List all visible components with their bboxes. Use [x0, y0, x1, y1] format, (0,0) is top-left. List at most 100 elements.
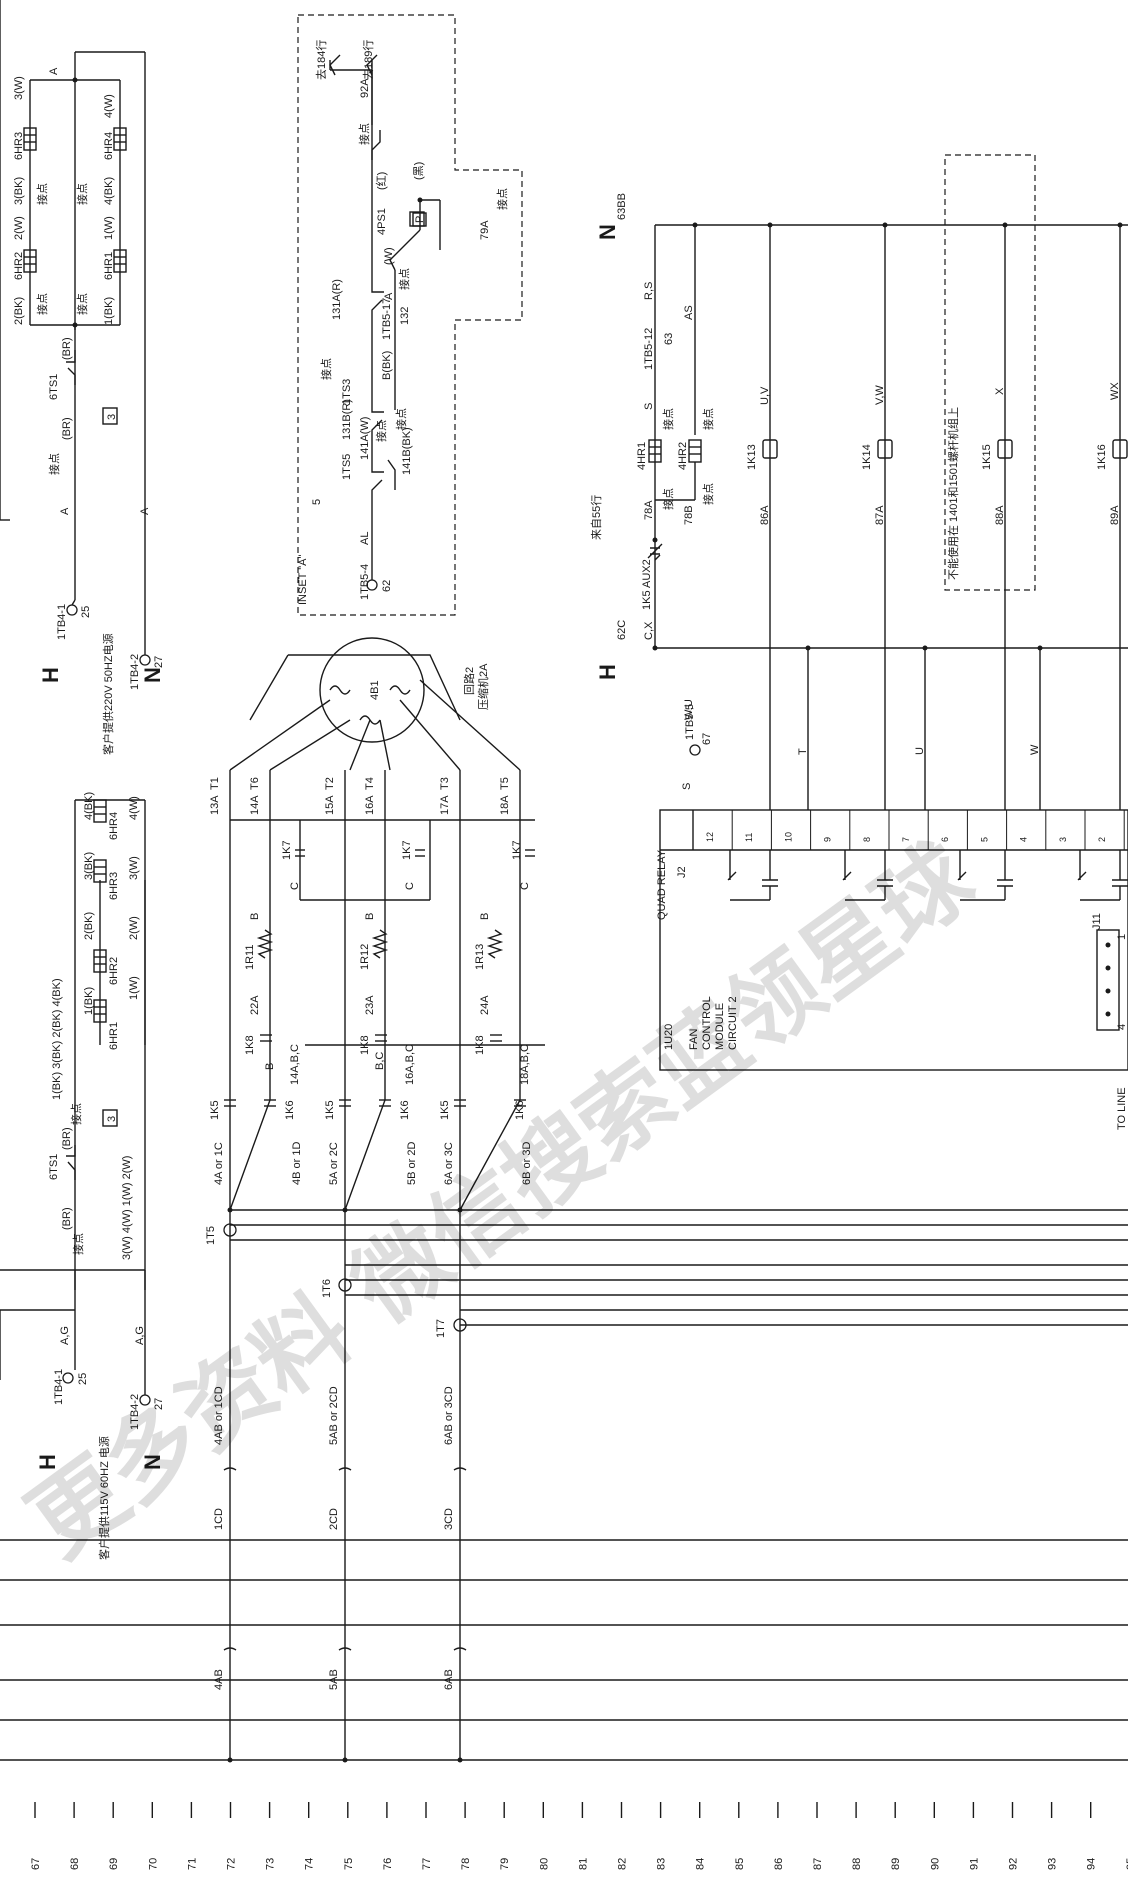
label-h: H [35, 1454, 60, 1470]
label-goto189: 去189行 [362, 40, 375, 80]
heater-6hr4 [113, 127, 127, 151]
label-1k8: 1K8 [474, 1035, 486, 1055]
label-88a: 88A [994, 505, 1006, 525]
label-a: A [48, 67, 60, 75]
label-1t5: 1T5 [205, 1226, 217, 1245]
label-3w: 3(W) [13, 76, 25, 100]
row-number: 79 [499, 1858, 511, 1870]
label-bbk: B(BK) [381, 351, 393, 380]
label-vw: V,W [874, 385, 886, 405]
label-6hr4: 6HR4 [103, 132, 115, 160]
label-1r11: 1R11 [244, 945, 256, 970]
label-22a: 22A [249, 995, 261, 1015]
label-1w: 1(W) [103, 216, 115, 240]
coil-1k15 [997, 439, 1013, 459]
label-63: 63 [663, 333, 675, 345]
label-a: A [383, 292, 395, 300]
label-4a1c: 4A or 1C [213, 1142, 225, 1185]
pin-number: 11 [744, 833, 754, 842]
pin-number: 4 [1019, 837, 1029, 842]
label-rs: R,S [643, 282, 655, 300]
row-number: 92 [1008, 1858, 1020, 1870]
svg-text:MODULE: MODULE [714, 1003, 726, 1050]
terminal-t1: T1 [209, 777, 221, 790]
label-4hr1: 4HR1 [636, 442, 648, 470]
coil-1k14 [877, 439, 893, 459]
label-h: H [38, 667, 63, 683]
label-16abc: 16A,B,C [404, 1044, 416, 1085]
label-79a: 79A [479, 220, 491, 240]
label-contact: 接点 [72, 1233, 85, 1255]
label-black: (黑) [412, 162, 425, 180]
label-s: S [681, 783, 693, 790]
label-contact: 接点 [398, 268, 411, 290]
label-1t6: 1T6 [321, 1279, 333, 1298]
row-number: 73 [265, 1858, 277, 1870]
label-6hr3: 6HR3 [108, 872, 120, 900]
label-b: B [249, 913, 261, 920]
label-1ts5: 1TS5 [341, 454, 353, 480]
label-uv: U,V [759, 386, 771, 405]
label-ag: A,G [134, 1326, 146, 1345]
note-1401: 不能使用在 1401和1501螺杆机组上 [946, 407, 960, 580]
label-1k7: 1K7 [281, 840, 293, 860]
label-131br: 131B(R) [341, 399, 353, 440]
label-contact: 接点 [395, 408, 408, 430]
label-aux: 1K5 AUX2 [641, 559, 653, 610]
pin-number: 5 [979, 837, 989, 842]
label-1k6: 1K6 [284, 1100, 296, 1120]
row-number: 68 [69, 1858, 81, 1870]
motor-comp: 压缩机2A [476, 663, 490, 710]
row-number: 88 [851, 1858, 863, 1870]
label-1bk: 1(BK) [103, 297, 115, 325]
label-141aw: 141A(W) [359, 417, 371, 460]
label-as: AS [683, 305, 695, 320]
label-w: W [1029, 744, 1041, 755]
label-s: S [643, 403, 655, 410]
label-b: B [264, 1063, 276, 1070]
label-contact: 接点 [702, 408, 715, 430]
row-number: 90 [929, 1858, 941, 1870]
label-14abc: 14A,B,C [289, 1044, 301, 1085]
pin-number: 12 [705, 832, 715, 842]
label-4ab1cd: 4AB or 1CD [213, 1386, 225, 1445]
label-23a: 23A [364, 995, 376, 1015]
label-quad: QUAD RELAY [656, 849, 668, 920]
label-t: T [797, 748, 809, 755]
label-w: (W) [383, 247, 395, 265]
label-4w: 4(W) [128, 796, 140, 820]
label-3bk: 3(BK) [13, 177, 25, 205]
watermark: 更多资料 微信搜索蓝领星球 [10, 823, 993, 1578]
label-1k14: 1K14 [861, 444, 873, 470]
coil-1k16 [1112, 439, 1128, 459]
label-j11-1: 1 [1116, 934, 1128, 940]
row-number: 87 [812, 1858, 824, 1870]
label-1w: 1(W) [128, 976, 140, 1000]
row-number: 80 [538, 1858, 550, 1870]
row-number: 76 [382, 1858, 394, 1870]
label-tb4-2: 1TB4-2 [129, 1394, 141, 1430]
svg-text:FAN: FAN [688, 1029, 700, 1050]
wire-17a: 17A [439, 795, 451, 815]
label-contact: 接点 [76, 183, 89, 205]
label-6hr4: 6HR4 [108, 812, 120, 840]
heater-6hr1 [93, 999, 107, 1023]
label-al: AL [359, 532, 371, 545]
terminal-t2: T2 [324, 777, 336, 790]
label-2bk: 2(BK) [83, 912, 95, 940]
row-number: 95 [1125, 1858, 1128, 1870]
label-contact: 接点 [48, 453, 61, 475]
heater-circuit-220v: A 6HR3 3(W) 3(BK) 6HR2 2(W) 2(BK) 接点 接点 … [0, 0, 165, 755]
label-6hr2: 6HR2 [13, 252, 25, 280]
inset-note5: 5 [311, 499, 323, 505]
label-1k7: 1K7 [401, 840, 413, 860]
label-x: X [994, 387, 1006, 395]
label-a: A [59, 507, 71, 515]
terminal-t6: T6 [249, 777, 261, 790]
label-n: N [140, 667, 165, 683]
row-number: 86 [773, 1858, 785, 1870]
label-1k7: 1K7 [511, 840, 523, 860]
label-92a: 92A [359, 78, 371, 98]
row-number: 89 [890, 1858, 902, 1870]
svg-text:CONTROL: CONTROL [701, 996, 713, 1050]
